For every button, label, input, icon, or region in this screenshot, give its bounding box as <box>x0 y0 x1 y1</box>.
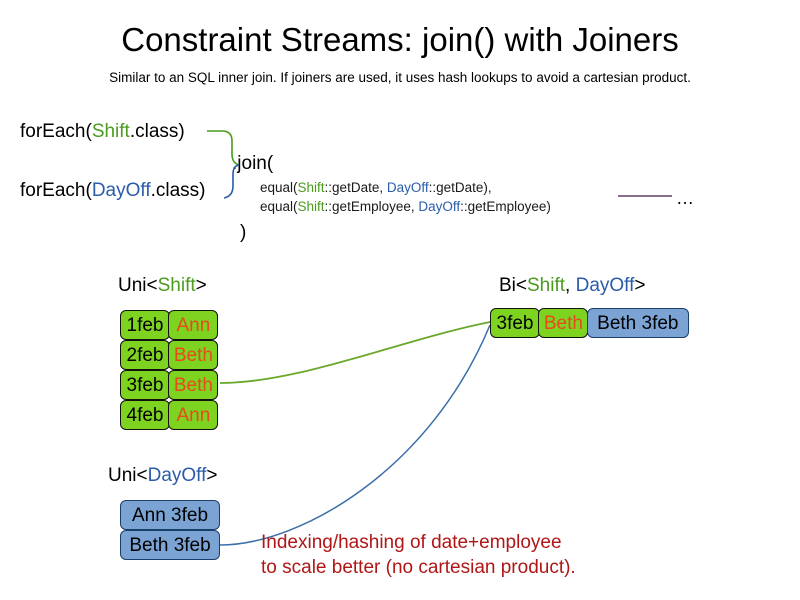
label-bi-suffix: > <box>634 275 646 296</box>
uni-shift-row-employee: Beth <box>168 340 219 370</box>
uni-shift-row-employee: Ann <box>168 310 219 340</box>
joiner-1-prefix: equal( <box>260 180 298 195</box>
label-uni-shift-prefix: Uni< <box>118 275 158 296</box>
uni-dayoff-row-text: Beth 3feb <box>120 530 220 560</box>
uni-shift-row-employee: Beth <box>168 370 219 400</box>
joiner-2-left-type: Shift <box>297 199 325 214</box>
uni-shift-row-date: 4feb <box>120 400 170 430</box>
annotation-line-1: Indexing/hashing of date+employee <box>261 532 562 553</box>
bi-tuple-shift-date: 3feb <box>490 308 540 338</box>
code-foreach-shift-prefix: forEach( <box>20 121 92 142</box>
joiner-2-right-type: DayOff <box>418 199 461 214</box>
joiner-1-left-ref: ::getDate, <box>324 180 387 195</box>
code-foreach-shift: forEach(Shift.class) <box>20 120 185 144</box>
label-bi-prefix: Bi< <box>499 275 527 296</box>
joiner-2-right-ref: ::getEmployee) <box>460 199 551 214</box>
joiner-2-prefix: equal( <box>260 199 298 214</box>
label-bi-type-a: Shift <box>527 275 566 296</box>
label-bi-separator: , <box>565 275 576 296</box>
uni-dayoff-row-text: Ann 3feb <box>120 500 220 530</box>
label-uni-dayoff-type: DayOff <box>147 465 207 486</box>
annotation-note: Indexing/hashing of date+employee to sca… <box>261 530 576 580</box>
code-foreach-dayoff-suffix: .class) <box>150 180 206 201</box>
code-ellipsis: … <box>676 188 694 208</box>
code-foreach-dayoff-type: DayOff <box>91 180 151 201</box>
bi-tuple-row[interactable]: 3feb Beth Beth 3feb <box>490 308 689 338</box>
code-joiner-equal-date: equal(Shift::getDate, DayOff::getDate), <box>260 178 492 197</box>
annotation-line-2: to scale better (no cartesian product). <box>261 557 576 578</box>
page-title: Constraint Streams: join() with Joiners <box>121 21 679 58</box>
uni-shift-row-date: 2feb <box>120 340 170 370</box>
connector-shift-row-to-bi <box>219 321 491 384</box>
joiner-2-left-ref: ::getEmployee, <box>324 199 419 214</box>
uni-shift-row[interactable]: 3feb Beth <box>120 370 219 400</box>
connector-dayoff-row-to-bi <box>219 324 491 546</box>
uni-shift-row[interactable]: 1feb Ann <box>120 310 219 340</box>
label-uni-dayoff: Uni<DayOff> <box>108 464 218 488</box>
label-uni-dayoff-prefix: Uni< <box>108 465 148 486</box>
code-foreach-dayoff-prefix: forEach( <box>20 180 92 201</box>
joiner-1-left-type: Shift <box>297 180 325 195</box>
uni-shift-row-date: 1feb <box>120 310 170 340</box>
code-foreach-dayoff: forEach(DayOff.class) <box>20 179 206 203</box>
uni-dayoff-row[interactable]: Ann 3feb <box>120 500 220 530</box>
uni-shift-row-employee: Ann <box>168 400 219 430</box>
code-join-open: .join( <box>232 153 274 174</box>
label-uni-dayoff-suffix: > <box>206 465 218 486</box>
label-uni-shift-type: Shift <box>157 275 196 296</box>
bi-tuple-shift-employee: Beth <box>538 308 589 338</box>
code-join-close: ) <box>240 222 247 243</box>
bi-tuple-dayoff: Beth 3feb <box>586 308 689 338</box>
label-uni-shift: Uni<Shift> <box>118 274 207 298</box>
joiner-1-right-type: DayOff <box>386 180 429 195</box>
code-joiner-equal-employee: equal(Shift::getEmployee, DayOff::getEmp… <box>260 197 551 216</box>
code-foreach-shift-suffix: .class) <box>129 121 185 142</box>
joiner-1-right-ref: ::getDate), <box>428 180 492 195</box>
label-uni-shift-suffix: > <box>195 275 207 296</box>
uni-shift-row[interactable]: 2feb Beth <box>120 340 219 370</box>
label-bi-shift-dayoff: Bi<Shift, DayOff> <box>499 274 645 298</box>
code-foreach-shift-type: Shift <box>91 121 130 142</box>
page-subtitle: Similar to an SQL inner join. If joiners… <box>109 70 691 85</box>
uni-dayoff-row[interactable]: Beth 3feb <box>120 530 220 560</box>
label-bi-type-b: DayOff <box>575 275 635 296</box>
uni-shift-row[interactable]: 4feb Ann <box>120 400 219 430</box>
uni-shift-row-date: 3feb <box>120 370 170 400</box>
